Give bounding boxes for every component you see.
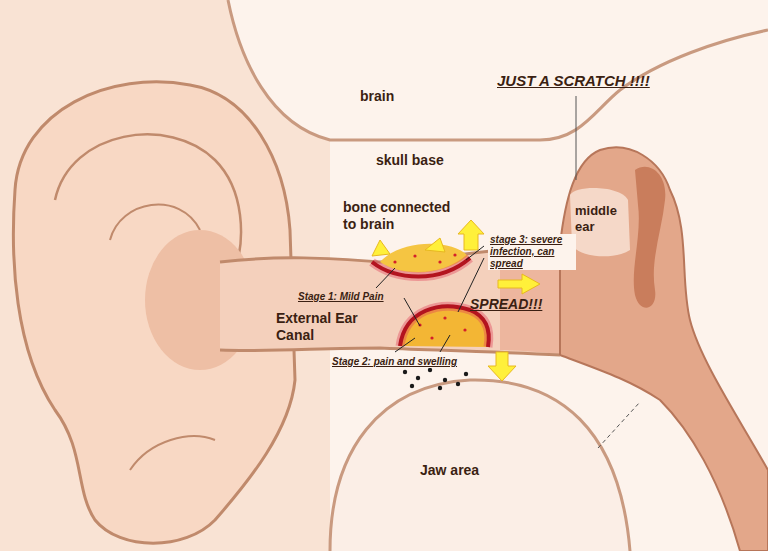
dashed-line (598, 402, 640, 448)
spread-dots (403, 368, 468, 390)
leader-lines (376, 246, 484, 352)
lesion-bottom-pus (400, 306, 489, 347)
lesion-top (372, 258, 470, 277)
part-label: External Ear Canal (276, 310, 376, 344)
ossicle (634, 167, 666, 308)
lesion-bottom-glow (400, 306, 489, 347)
part-label: bone connected to brain (343, 199, 465, 233)
needle-line (576, 96, 577, 180)
lesion-bottom (400, 306, 489, 347)
middle-ear-region (560, 147, 768, 551)
title: JUST A SCRATCH !!!! (497, 72, 650, 90)
lobule-fold (130, 436, 215, 470)
canal-lower-wall (220, 348, 560, 355)
lesion-top-glow (372, 258, 470, 277)
part-label: stage 3: severe infection, can spread (488, 234, 576, 270)
part-label: Jaw area (420, 462, 479, 479)
skull-line (228, 0, 768, 140)
part-label: skull base (376, 152, 444, 169)
middle-ear-cavity (570, 188, 630, 256)
part-label: brain (360, 88, 394, 105)
part-label: SPREAD!!! (470, 296, 542, 313)
part-label: Stage 2: pain and swelling (330, 356, 459, 368)
part-label: Stage 1: Mild Pain (296, 291, 386, 303)
infection-dots (393, 253, 466, 339)
jaw-outline (330, 380, 630, 551)
part-label: middle ear (575, 203, 627, 234)
